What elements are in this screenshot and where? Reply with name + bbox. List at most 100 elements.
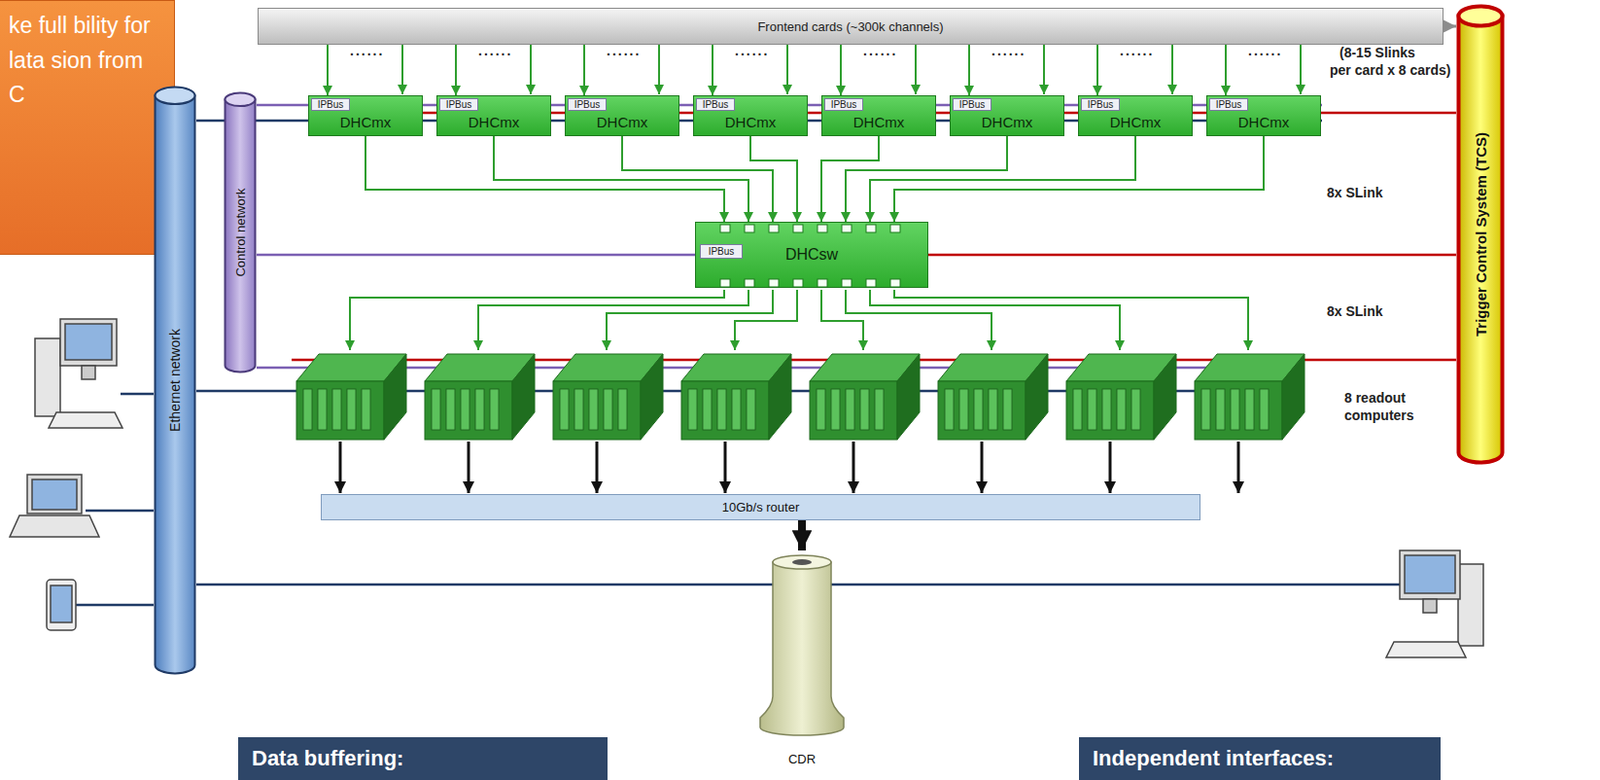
slink-arrow (914, 44, 917, 95)
slink-arrow (869, 289, 1120, 350)
node-text: DHCmx (1110, 113, 1162, 131)
readout-server (681, 353, 792, 440)
node-text: IPBus (708, 245, 735, 257)
connector (454, 44, 457, 96)
slink-arrow (1043, 44, 1045, 95)
data-arrow (724, 441, 728, 493)
node-text: IPBus (1087, 99, 1114, 110)
data-arrow (1109, 441, 1113, 493)
connector (326, 44, 329, 96)
connector (256, 253, 696, 257)
readout-server (553, 353, 663, 440)
ipbus-tag: IPBus (699, 243, 743, 259)
node-text: Control network (233, 187, 248, 277)
readout-server (938, 353, 1048, 440)
dhcmx-box: DHCmx IPBus (1206, 95, 1322, 137)
node-text: Ethernet network (167, 328, 183, 432)
control-cylinder: Control network (223, 91, 257, 374)
link-count-note: per card x 8 cards) (1329, 62, 1452, 78)
connector (1224, 44, 1227, 96)
data-arrow (1237, 441, 1241, 493)
callout-box: ke full bility for lata sion from C (0, 0, 175, 255)
slink-arrow (734, 289, 798, 350)
connector (928, 253, 1457, 257)
node-text: DHCmx (981, 113, 1034, 131)
slink-arrow (894, 289, 1249, 350)
node-text: DHCmx (596, 113, 649, 131)
ipbus-tag: IPBus (695, 98, 735, 111)
slink-arrow (478, 289, 749, 350)
dhcmx-box: DHCmx IPBus (821, 95, 937, 137)
node-text: Trigger Control System (TCS) (1472, 132, 1490, 337)
ipbus-tag: IPBus (824, 98, 864, 111)
ipbus-tag: IPBus (1209, 98, 1249, 111)
dhcmx-box: DHCmx IPBus (949, 95, 1065, 137)
ellipsis-mark: ...... (991, 42, 1026, 59)
readout-server (296, 353, 407, 440)
ellipsis-mark: ...... (478, 42, 513, 59)
connector (968, 44, 971, 96)
slink-arrow (1299, 44, 1302, 95)
node-text: DHCmx (468, 113, 521, 131)
link-label: 8x SLink (1326, 303, 1384, 319)
dhcmx-box: DHCmx IPBus (693, 95, 808, 137)
slink-arrow (845, 289, 992, 350)
shape-outline (756, 550, 848, 772)
connector (1096, 44, 1099, 96)
slink-arrow (529, 44, 532, 95)
ipbus-tag: IPBus (439, 98, 479, 111)
ipbus-tag: IPBus (567, 98, 607, 111)
link-count-note: (8-15 Slinks (1339, 44, 1416, 61)
slink-arrow (786, 44, 789, 95)
readout-server (809, 353, 920, 440)
node-text: DHCmx (340, 113, 392, 131)
node-text: IPBus (702, 99, 730, 110)
node-text: IPBus (317, 99, 345, 110)
node-text: IPBus (1216, 99, 1243, 110)
node-text: DHCsw (785, 245, 838, 264)
frontend-bar: Frontend cards (~300k channels) (257, 7, 1444, 45)
ellipsis-mark: ...... (1119, 42, 1154, 59)
ellipsis-mark: ...... (734, 42, 769, 59)
data-arrow (852, 441, 856, 493)
node-text: DHCmx (1238, 113, 1290, 131)
dhcsw-box: DHCsw IPBus (695, 221, 929, 288)
connector (839, 44, 842, 96)
dhcmx-box: DHCmx IPBus (308, 95, 423, 137)
connector (894, 136, 1264, 222)
node-text: IPBus (446, 99, 473, 110)
data-arrow (980, 441, 984, 493)
node-text: DHCmx (853, 113, 905, 131)
router-bar: 10Gb/s router (320, 493, 1201, 521)
data-arrow (595, 441, 599, 493)
connector (869, 136, 1136, 222)
node-text: ke full bility for lata sion from C (8, 8, 165, 113)
note-box: Data buffering: (238, 736, 608, 780)
ellipsis-mark: ...... (1248, 42, 1283, 59)
data-arrow (467, 441, 471, 493)
connector (583, 44, 586, 96)
ipbus-tag: IPBus (311, 98, 350, 111)
ethernet-cylinder: Ethernet network (153, 85, 197, 675)
ipbus-tag: IPBus (1080, 98, 1120, 111)
ipbus-tag: IPBus (952, 98, 992, 111)
data-arrow (339, 441, 343, 493)
node-text: Data buffering: (251, 745, 404, 771)
connector (1443, 25, 1457, 29)
link-label: 8x SLink (1326, 184, 1384, 201)
node-text: CDR (756, 751, 848, 766)
ellipsis-mark: ...... (349, 42, 384, 59)
readout-server (1066, 353, 1177, 440)
node-text: Frontend cards (~300k channels) (757, 19, 943, 35)
slink-arrow (401, 44, 404, 95)
connector (711, 44, 714, 96)
readout-server (424, 353, 535, 440)
ellipsis-mark: ...... (863, 42, 898, 59)
dhcmx-box: DHCmx IPBus (564, 95, 680, 137)
node-text: IPBus (574, 99, 601, 110)
slink-arrow (349, 289, 725, 350)
slink-arrow (1171, 44, 1174, 95)
node-text: DHCmx (725, 113, 777, 131)
ellipsis-mark: ...... (606, 42, 641, 59)
dhcmx-box: DHCmx IPBus (436, 95, 552, 137)
